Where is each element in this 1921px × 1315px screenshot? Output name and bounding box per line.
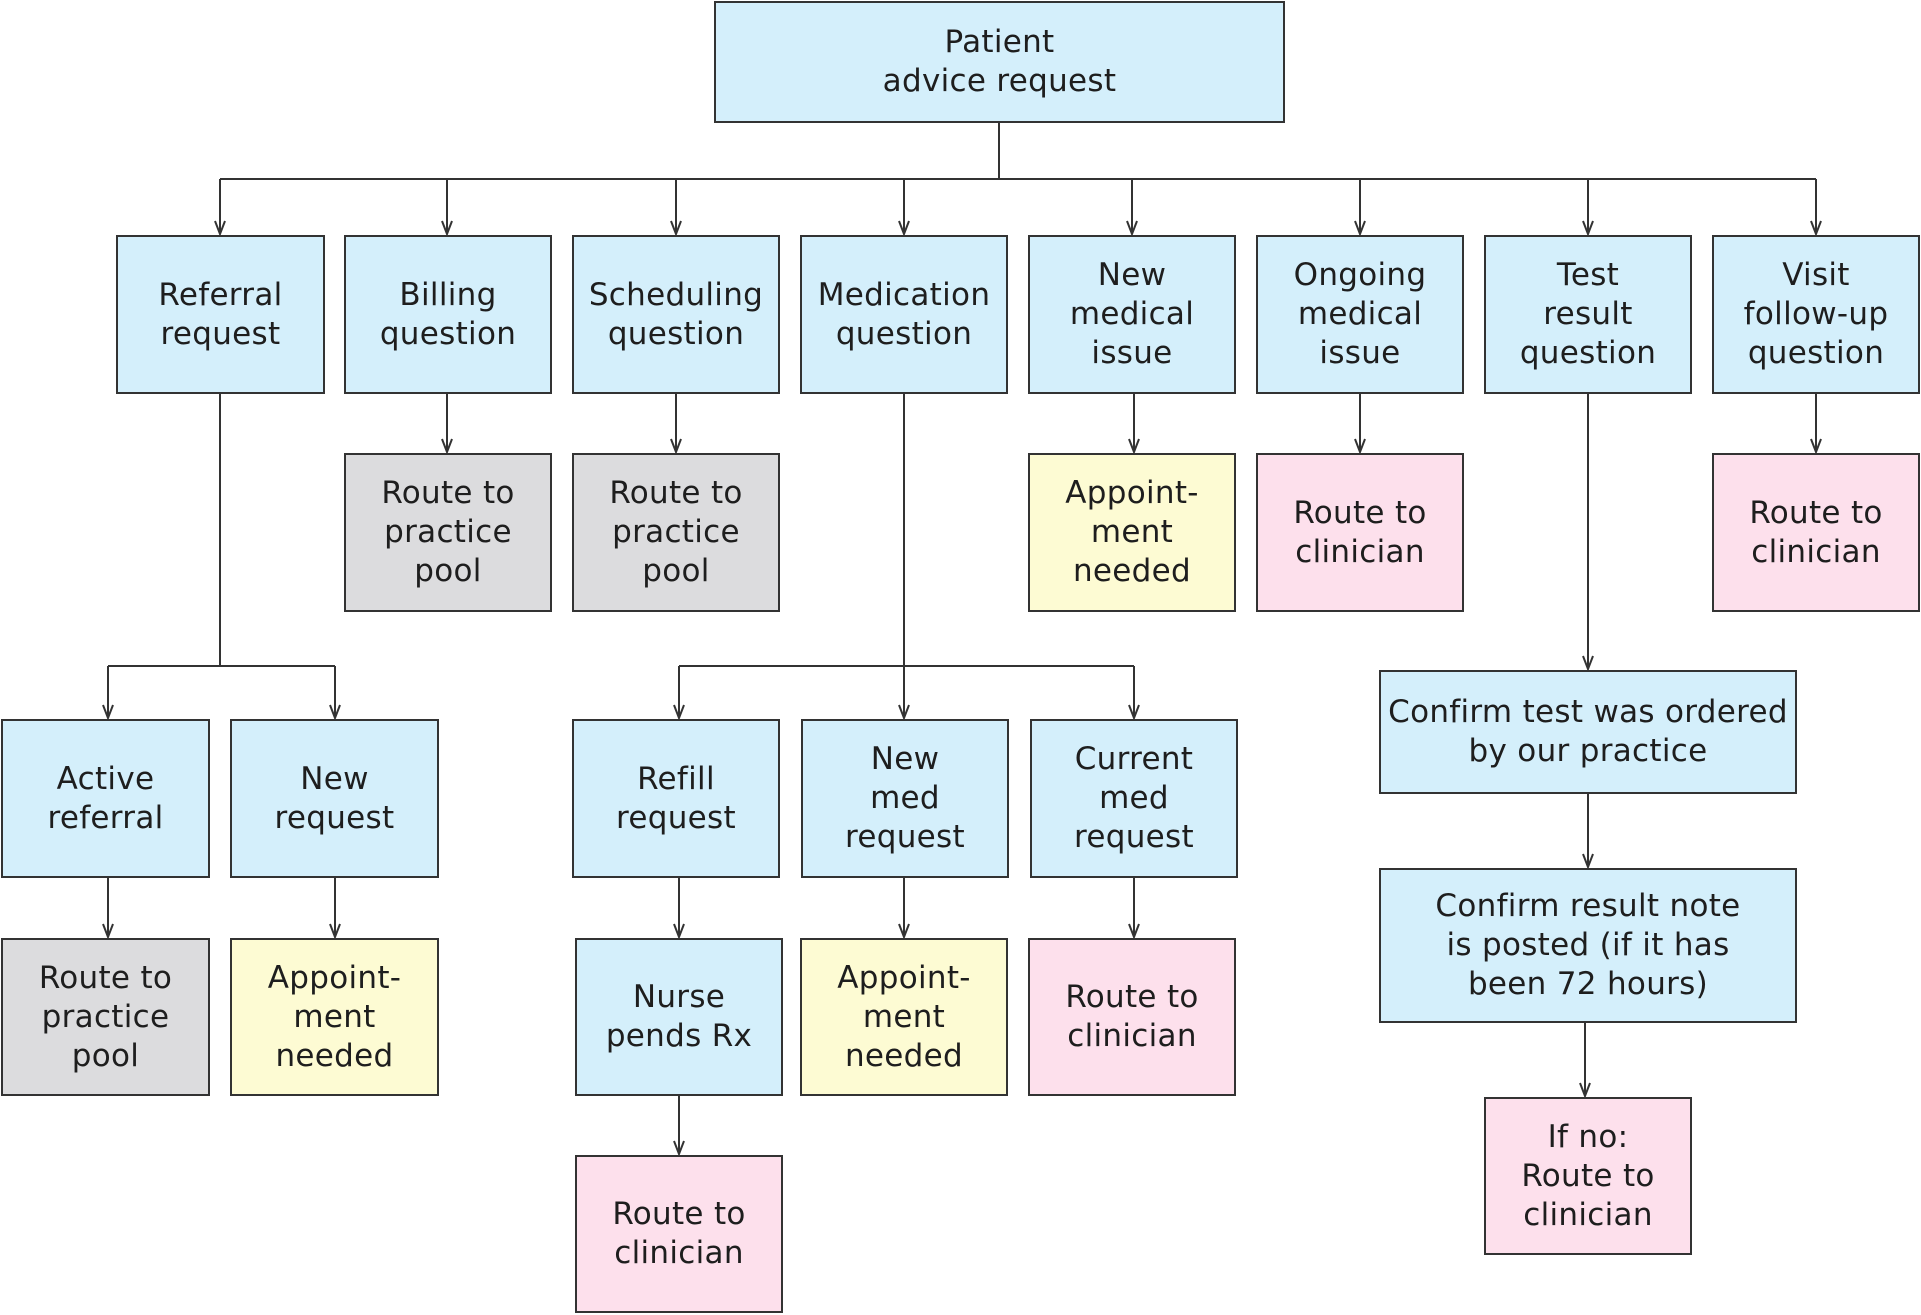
node-refill-request: Refill request bbox=[572, 719, 780, 878]
node-active-referral-route-practice-pool: Route to practice pool bbox=[1, 938, 210, 1096]
node-patient-advice-request: Patient advice request bbox=[714, 1, 1285, 123]
node-referral-request: Referral request bbox=[116, 235, 325, 394]
node-test-result-question: Test result question bbox=[1484, 235, 1692, 394]
node-nurse-route-clinician: Route to clinician bbox=[575, 1155, 783, 1313]
node-nurse-pends-rx: Nurse pends Rx bbox=[575, 938, 783, 1096]
node-new-medical-appointment-needed: Appoint- ment needed bbox=[1028, 453, 1236, 612]
node-visit-route-clinician: Route to clinician bbox=[1712, 453, 1920, 612]
node-scheduling-route-practice-pool: Route to practice pool bbox=[572, 453, 780, 612]
node-confirm-test-ordered: Confirm test was ordered by our practice bbox=[1379, 670, 1797, 794]
node-active-referral: Active referral bbox=[1, 719, 210, 878]
node-billing-question: Billing question bbox=[344, 235, 552, 394]
node-billing-route-practice-pool: Route to practice pool bbox=[344, 453, 552, 612]
node-visit-followup-question: Visit follow-up question bbox=[1712, 235, 1920, 394]
node-new-medical-issue: New medical issue bbox=[1028, 235, 1236, 394]
node-new-med-appointment-needed: Appoint- ment needed bbox=[800, 938, 1008, 1096]
node-if-no-route-clinician: If no: Route to clinician bbox=[1484, 1097, 1692, 1255]
node-new-request: New request bbox=[230, 719, 439, 878]
node-medication-question: Medication question bbox=[800, 235, 1008, 394]
node-ongoing-route-clinician: Route to clinician bbox=[1256, 453, 1464, 612]
node-current-med-route-clinician: Route to clinician bbox=[1028, 938, 1236, 1096]
node-ongoing-medical-issue: Ongoing medical issue bbox=[1256, 235, 1464, 394]
node-current-med-request: Current med request bbox=[1030, 719, 1238, 878]
node-confirm-result-note: Confirm result note is posted (if it has… bbox=[1379, 868, 1797, 1023]
node-scheduling-question: Scheduling question bbox=[572, 235, 780, 394]
node-new-med-request: New med request bbox=[801, 719, 1009, 878]
node-new-request-appointment-needed: Appoint- ment needed bbox=[230, 938, 439, 1096]
